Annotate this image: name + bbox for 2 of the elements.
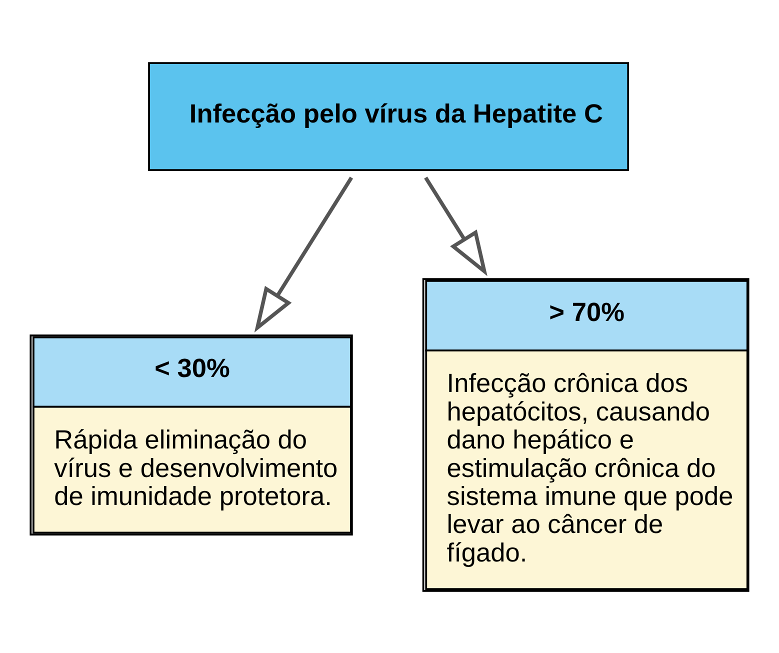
arrow bbox=[254, 176, 354, 332]
arrow bbox=[424, 176, 488, 276]
